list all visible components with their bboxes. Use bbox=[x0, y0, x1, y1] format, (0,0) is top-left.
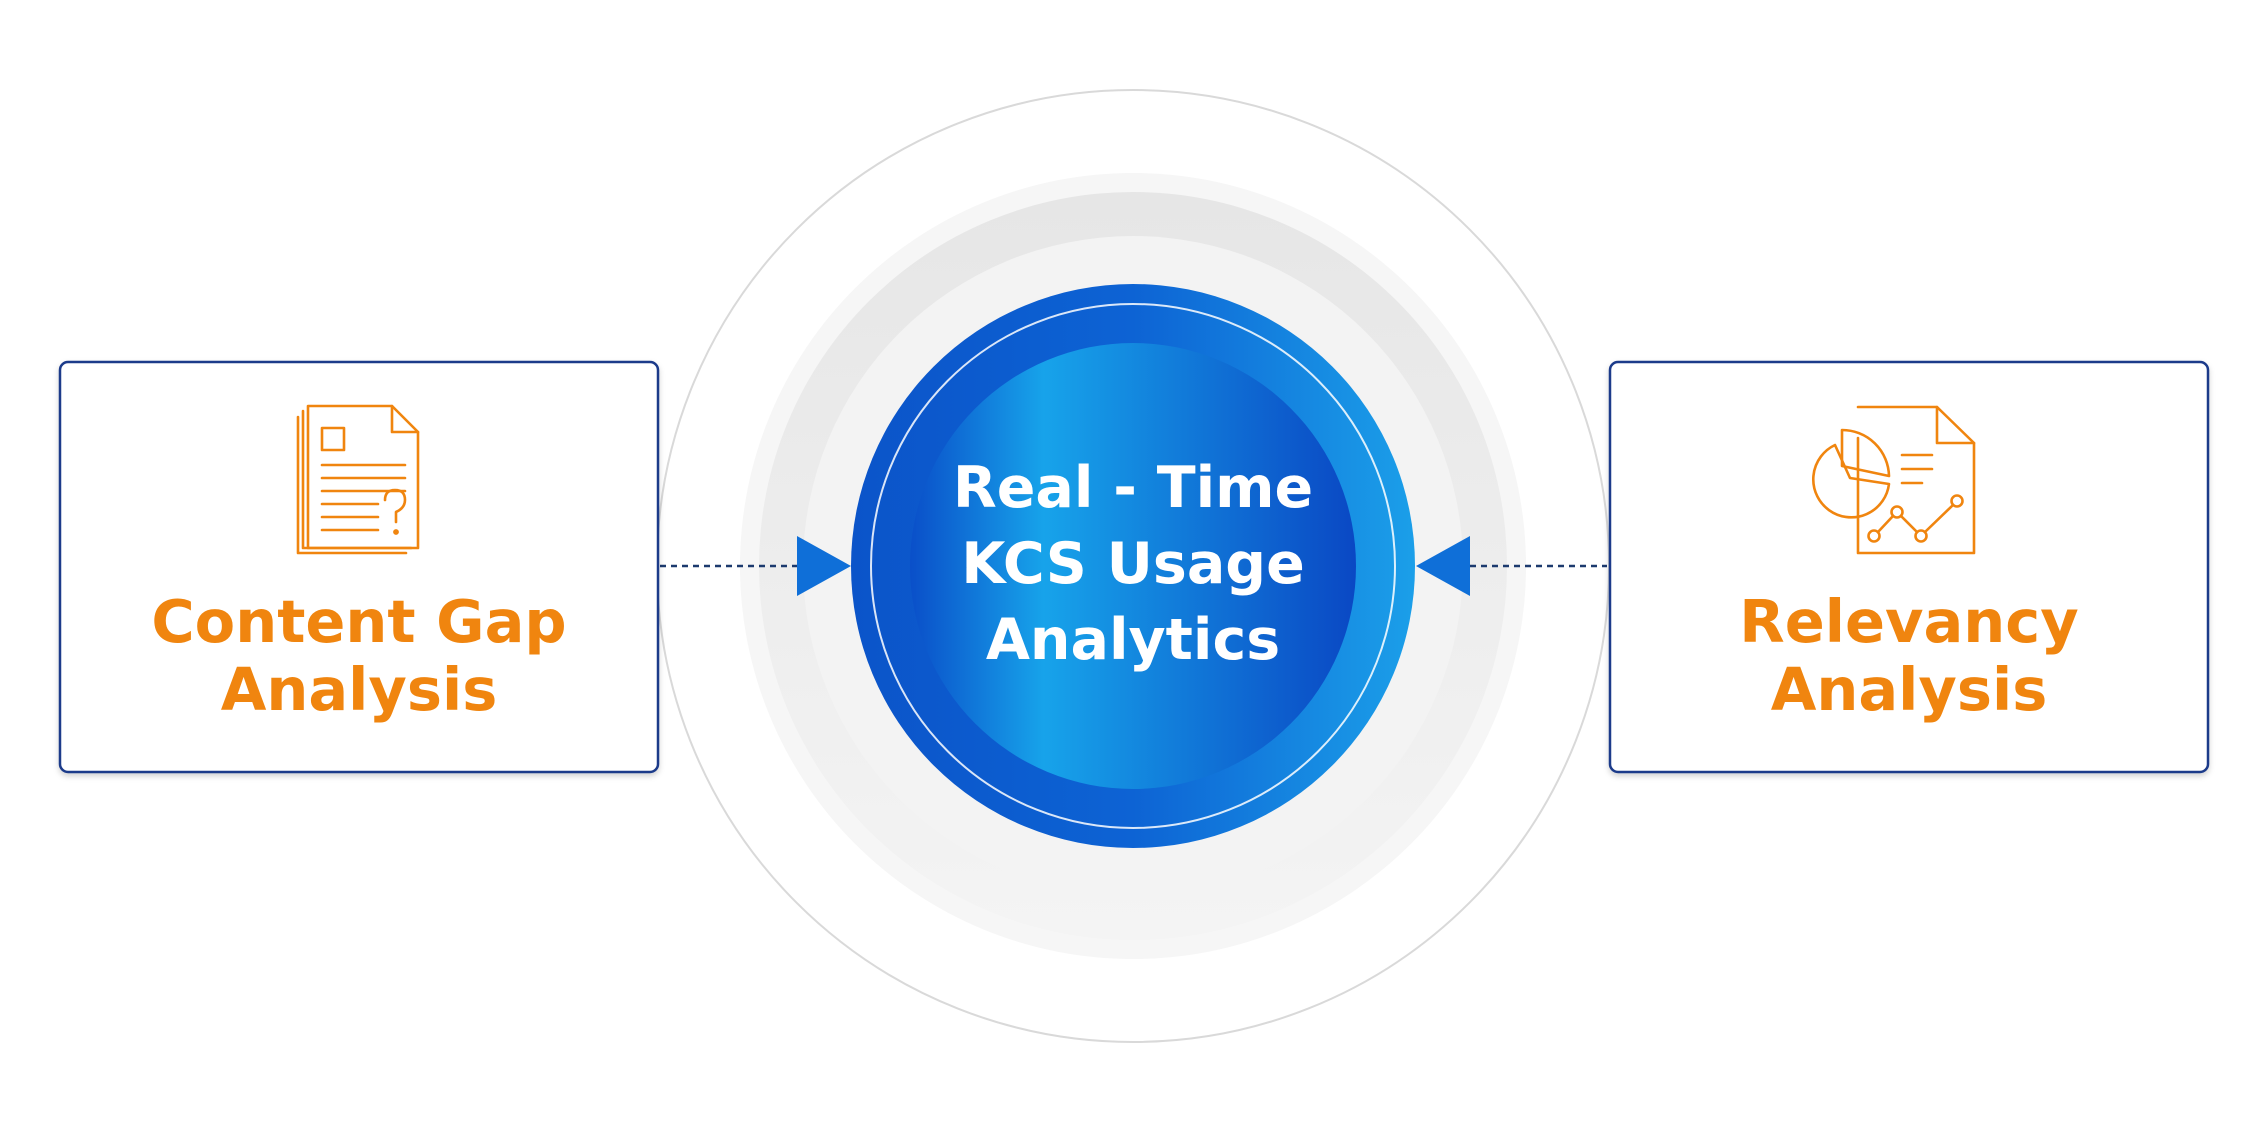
right-card: Relevancy Analysis bbox=[1608, 360, 2210, 774]
report-chart-icon bbox=[1812, 405, 1976, 555]
right-arrowhead bbox=[1416, 536, 1470, 596]
left-card-title-line1: Content Gap bbox=[151, 587, 566, 656]
center-title-line2: KCS Usage bbox=[961, 531, 1305, 597]
left-arrowhead bbox=[797, 536, 851, 596]
left-card-box bbox=[58, 360, 660, 774]
right-card-box bbox=[1608, 360, 2210, 774]
left-card-title-line2: Analysis bbox=[221, 655, 498, 724]
right-card-title-line2: Analysis bbox=[1771, 655, 2048, 724]
document-question-icon bbox=[296, 404, 420, 555]
blue-core bbox=[910, 343, 1356, 789]
center-title-line1: Real - Time bbox=[953, 455, 1313, 521]
center-title-line3: Analytics bbox=[986, 607, 1280, 673]
left-card: Content Gap Analysis bbox=[58, 360, 660, 774]
right-card-title-line1: Relevancy bbox=[1739, 587, 2078, 656]
white-thin-ring bbox=[870, 303, 1396, 829]
